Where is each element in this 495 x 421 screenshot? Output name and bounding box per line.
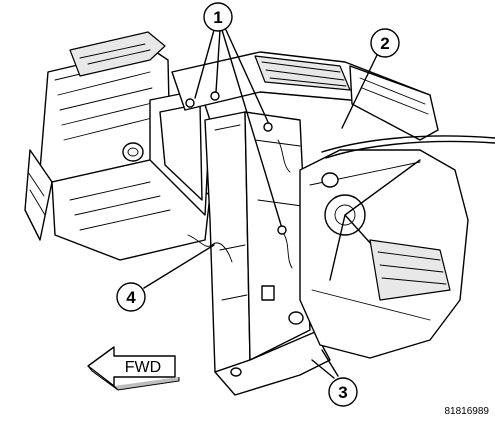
callout-4-number: 4 [126, 288, 136, 307]
forward-label: FWD [125, 359, 161, 376]
callout-2-number: 2 [380, 34, 389, 53]
callout-1: 1 [203, 2, 233, 32]
figure-id: 81816989 [445, 406, 490, 417]
callout-3-number: 3 [338, 383, 347, 402]
callout-1-number: 1 [213, 8, 222, 27]
hvac-housing-illustration [24, 31, 495, 396]
forward-arrow-icon [87, 346, 176, 387]
callout-2: 2 [370, 28, 400, 58]
leader-lines [143, 29, 378, 379]
callout-4: 4 [116, 282, 146, 312]
callout-3: 3 [328, 377, 358, 407]
forward-direction-arrow: FWD [87, 346, 180, 391]
